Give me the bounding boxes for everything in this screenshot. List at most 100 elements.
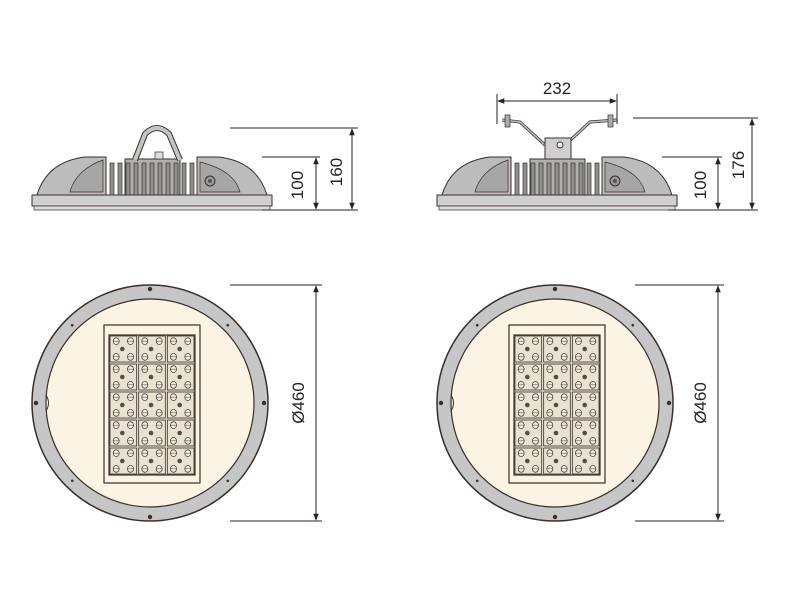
dimension-label-160: 160 [327, 158, 346, 186]
screw [438, 400, 444, 406]
led-module [514, 363, 543, 391]
heatsink-fin [117, 162, 123, 196]
module-connector [582, 402, 587, 408]
dimension-label-diameter: Ø460 [691, 382, 710, 424]
led-module [138, 335, 166, 363]
screw-small [631, 479, 635, 483]
screw-small [631, 323, 635, 327]
module-connector [553, 374, 559, 380]
hook-bail-fill [133, 126, 182, 161]
screw-small [226, 479, 230, 483]
module-connector [177, 346, 182, 352]
led-module [166, 391, 195, 419]
module-connector [582, 346, 587, 352]
led-module [138, 363, 166, 391]
screw-small [70, 479, 74, 483]
screw-small [475, 323, 479, 327]
led-module [571, 363, 600, 391]
cable-gland-center [208, 179, 212, 183]
led-module [109, 419, 138, 447]
module-connector [582, 458, 587, 464]
led-module [138, 447, 166, 475]
bracket-bolt [504, 114, 511, 128]
base-plate [33, 205, 271, 211]
screw-small [475, 479, 479, 483]
module-connector [148, 458, 154, 464]
heatsink-fin [141, 162, 147, 196]
heatsink-fin [157, 162, 163, 196]
module-connector [120, 402, 125, 408]
led-module [109, 447, 138, 475]
module-connector [120, 458, 125, 464]
dimension-label-232: 232 [543, 79, 571, 98]
led-module [109, 335, 138, 363]
led-module [543, 335, 571, 363]
side-view-hook-mount [31, 125, 273, 211]
module-connector [177, 458, 182, 464]
module-connector [582, 430, 587, 436]
module-connector [148, 346, 154, 352]
screw [552, 286, 558, 292]
heatsink-fin [181, 162, 187, 196]
screw [147, 514, 153, 520]
module-connector [553, 346, 559, 352]
heatsink-fin [594, 162, 600, 196]
side-view-bracket-mount [436, 114, 678, 211]
led-module [514, 391, 543, 419]
dimension-label-100: 100 [288, 171, 307, 199]
module-connector [553, 430, 559, 436]
module-connector [120, 346, 125, 352]
dimension-left-top: Ø460 [230, 284, 322, 522]
heatsink-fin [173, 162, 179, 196]
screw [666, 400, 672, 406]
top-view-right [436, 284, 674, 522]
led-module [109, 391, 138, 419]
heatsink-fin [570, 162, 576, 196]
led-module [166, 419, 195, 447]
heatsink-fin [586, 162, 592, 196]
top-view-left [31, 284, 269, 522]
dimension-left-side: 100 160 [230, 127, 358, 211]
heatsink-fin [578, 162, 584, 196]
module-connector [148, 402, 154, 408]
bracket-block [544, 137, 572, 160]
module-connector [525, 346, 530, 352]
module-connector [177, 374, 182, 380]
led-module [571, 335, 600, 363]
heatsink-fin [546, 162, 552, 196]
vent-notch [45, 394, 49, 412]
base-frame [31, 194, 273, 207]
module-connector [553, 402, 559, 408]
dimension-right-side: 232 100 176 [496, 79, 758, 211]
base-plate [438, 205, 676, 211]
led-module [109, 363, 138, 391]
heatsink-fin [562, 162, 568, 196]
hook-clip [154, 151, 164, 160]
led-module [571, 447, 600, 475]
cable-gland-center [613, 179, 617, 183]
led-module [166, 335, 195, 363]
bracket-pivot [556, 141, 564, 149]
heatsink-fin [538, 162, 544, 196]
module-connector [148, 374, 154, 380]
led-module [514, 447, 543, 475]
led-module [543, 363, 571, 391]
heatsink-fin [554, 162, 560, 196]
dimension-label-176: 176 [729, 151, 748, 179]
dimension-label-100: 100 [691, 171, 710, 199]
led-module [543, 391, 571, 419]
led-module [138, 391, 166, 419]
heatsink-fin [514, 162, 520, 196]
module-connector [525, 458, 530, 464]
dimension-right-top: Ø460 [635, 284, 724, 522]
screw [552, 514, 558, 520]
module-connector [177, 430, 182, 436]
heatsink-fin [530, 162, 536, 196]
heatsink-fin [165, 162, 171, 196]
screw-small [226, 323, 230, 327]
led-module [571, 391, 600, 419]
dimension-label-diameter: Ø460 [289, 382, 308, 424]
led-module [543, 447, 571, 475]
housing-left-recess [69, 159, 104, 193]
